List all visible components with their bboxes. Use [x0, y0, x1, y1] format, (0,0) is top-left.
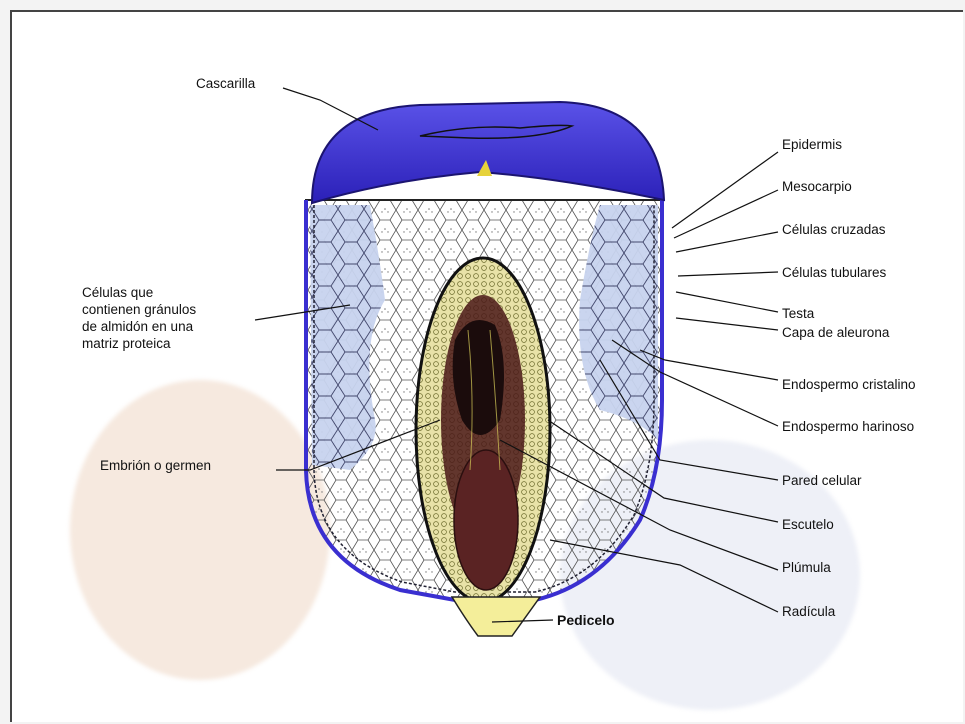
label-capa-aleurona: Capa de aleurona	[782, 324, 889, 341]
label-pedicelo: Pedicelo	[557, 612, 615, 629]
label-celulas-tubulares: Células tubulares	[782, 264, 886, 281]
label-pared-celular: Pared celular	[782, 472, 862, 489]
label-plumula: Plúmula	[782, 559, 831, 576]
label-radicula: Radícula	[782, 603, 835, 620]
label-embrion: Embrión o germen	[100, 457, 211, 474]
leader-celulas-tubulares	[678, 272, 778, 276]
leader-celulas-cruzadas	[676, 232, 778, 252]
label-epidermis: Epidermis	[782, 136, 842, 153]
label-cascarilla: Cascarilla	[196, 75, 255, 92]
label-celulas-granulos: Células que contienen gránulos de almidó…	[82, 284, 196, 352]
label-testa: Testa	[782, 305, 814, 322]
label-endospermo-cristalino: Endospermo cristalino	[782, 376, 916, 393]
label-celulas-cruzadas: Células cruzadas	[782, 221, 886, 238]
label-mesocarpio: Mesocarpio	[782, 178, 852, 195]
label-endospermo-harinoso: Endospermo harinoso	[782, 418, 914, 435]
cascarilla-cap	[312, 102, 664, 203]
label-escutelo: Escutelo	[782, 516, 834, 533]
leader-mesocarpio	[674, 190, 778, 238]
leader-testa	[676, 292, 778, 312]
leader-capa-aleurona	[676, 318, 778, 330]
leader-epidermis	[672, 152, 778, 228]
radicle	[454, 450, 518, 590]
pedicel	[452, 597, 540, 636]
